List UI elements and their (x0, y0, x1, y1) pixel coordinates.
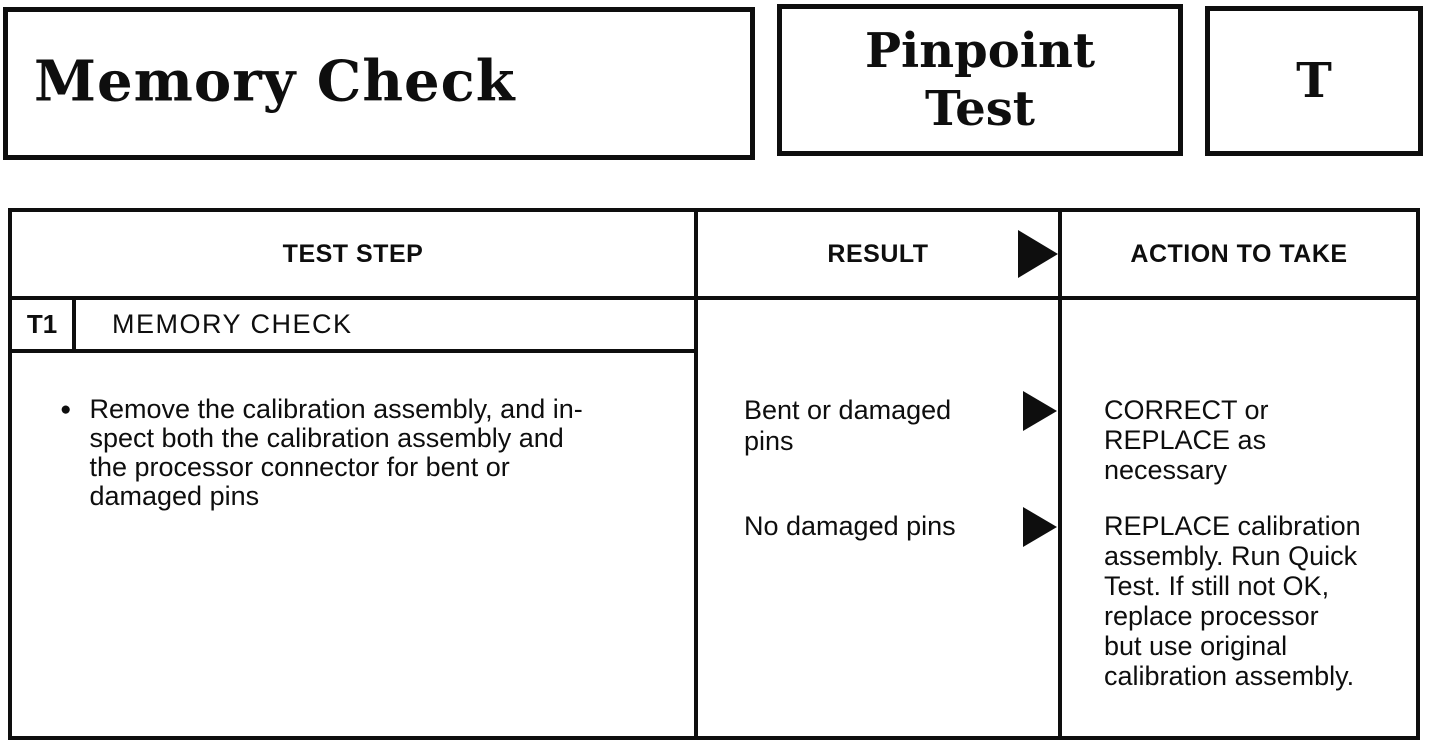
procedure-title-box: Memory Check (3, 7, 755, 160)
result-entry: Bent or damaged pins (744, 391, 1058, 457)
column-header-action: ACTION TO TAKE (1062, 212, 1416, 300)
test-step-cell: T1 MEMORY CHECK ● Remove the calibration… (12, 300, 698, 736)
right-arrow-icon (1023, 507, 1057, 547)
column-header-result: RESULT (698, 212, 1062, 300)
action-cell: CORRECT or REPLACE as necessary REPLACE … (1062, 300, 1416, 736)
result-text: Bent or damaged pins (744, 395, 952, 456)
result-text: No damaged pins (744, 511, 956, 541)
step-id: T1 (12, 300, 76, 349)
procedure-title: Memory Check (34, 47, 516, 114)
test-type-label: Pinpoint Test (864, 23, 1096, 137)
right-arrow-icon (1023, 391, 1057, 431)
action-text: CORRECT or REPLACE as necessary (1104, 395, 1269, 485)
result-header-label: RESULT (827, 239, 929, 268)
step-instruction: ● Remove the calibration assembly, and i… (12, 395, 694, 511)
right-arrow-icon (1018, 230, 1058, 278)
column-header-test-step: TEST STEP (12, 212, 698, 300)
test-type-box: Pinpoint Test (777, 4, 1183, 156)
test-step-header-label: TEST STEP (282, 239, 424, 268)
test-table: TEST STEP RESULT ACTION TO TAKE T1 MEMOR… (8, 208, 1420, 740)
bullet-icon: ● (60, 399, 72, 420)
result-cell: Bent or damaged pins No damaged pins (698, 300, 1062, 736)
step-title: MEMORY CHECK (112, 309, 353, 339)
result-entry: No damaged pins (744, 507, 1058, 547)
action-header-label: ACTION TO TAKE (1130, 239, 1348, 268)
step-id-row: T1 MEMORY CHECK (12, 300, 694, 353)
test-letter: T (1296, 53, 1332, 109)
test-letter-box: T (1205, 6, 1423, 156)
action-text: REPLACE calibration assembly. Run Quick … (1104, 511, 1361, 691)
step-instruction-text: Remove the calibration assembly, and in-… (89, 394, 583, 511)
